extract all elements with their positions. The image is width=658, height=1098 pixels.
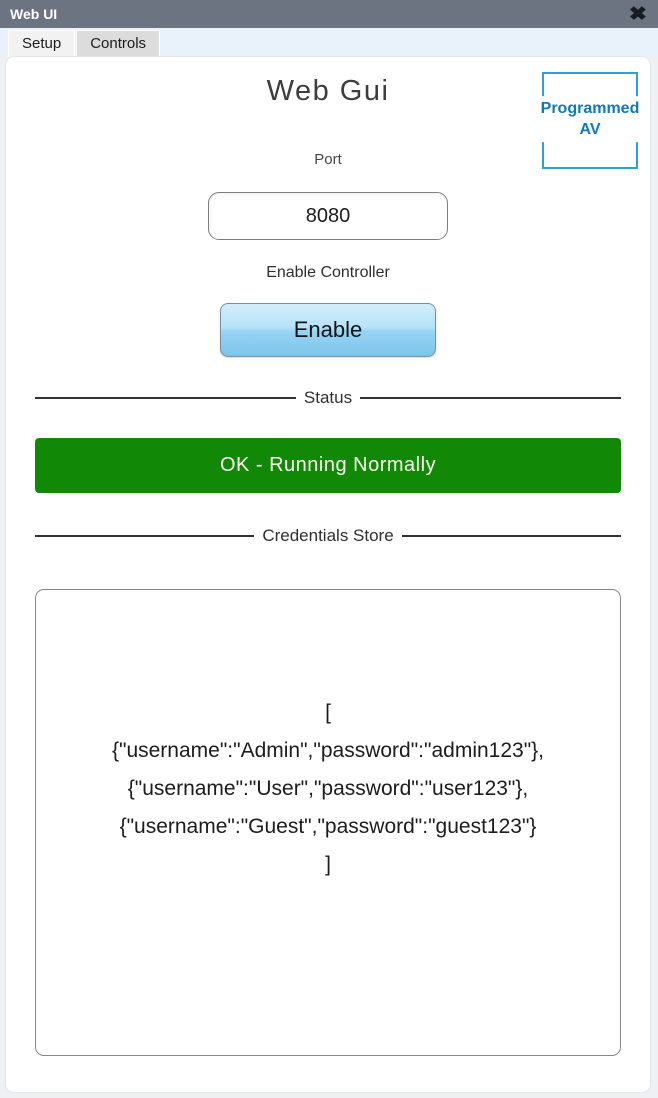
- credentials-line: {"username":"User","password":"user123"}…: [127, 776, 529, 800]
- programmed-av-logo: Programmed AV: [539, 72, 641, 169]
- credentials-section-label: Credentials Store: [262, 526, 394, 545]
- status-message: OK - Running Normally: [219, 454, 437, 476]
- logo-line1: Programmed: [540, 99, 640, 117]
- status-section-label: Status: [303, 388, 353, 407]
- status-section-divider: Status: [35, 386, 621, 410]
- enable-controller-label: Enable Controller: [266, 264, 390, 281]
- logo-line2: AV: [579, 120, 601, 138]
- tab-controls[interactable]: Controls: [76, 30, 161, 57]
- tab-bar: Setup Controls: [0, 28, 658, 57]
- credentials-line: {"username":"Admin","password":"admin123…: [111, 738, 545, 762]
- window-titlebar: Web UI ✖: [0, 0, 658, 28]
- page-title: Web Gui: [266, 75, 390, 107]
- setup-panel: Web Gui Programmed AV Port Enable Contro…: [6, 57, 650, 1092]
- programmed-av-logo-text: Programmed AV: [539, 95, 641, 142]
- close-icon[interactable]: ✖: [628, 3, 648, 25]
- credentials-line: ]: [325, 852, 331, 876]
- enable-button[interactable]: Enable: [220, 303, 436, 357]
- tab-setup[interactable]: Setup: [8, 30, 76, 57]
- credentials-store-textarea[interactable]: [ {"username":"Admin","password":"admin1…: [35, 589, 621, 1056]
- port-label: Port: [314, 151, 342, 168]
- credentials-line: [: [325, 700, 331, 724]
- window-title: Web UI: [10, 6, 58, 22]
- credentials-section-divider: Credentials Store: [35, 524, 621, 548]
- port-input[interactable]: [208, 192, 448, 240]
- credentials-line: {"username":"Guest","password":"guest123…: [119, 814, 537, 838]
- status-banner: OK - Running Normally: [35, 438, 621, 493]
